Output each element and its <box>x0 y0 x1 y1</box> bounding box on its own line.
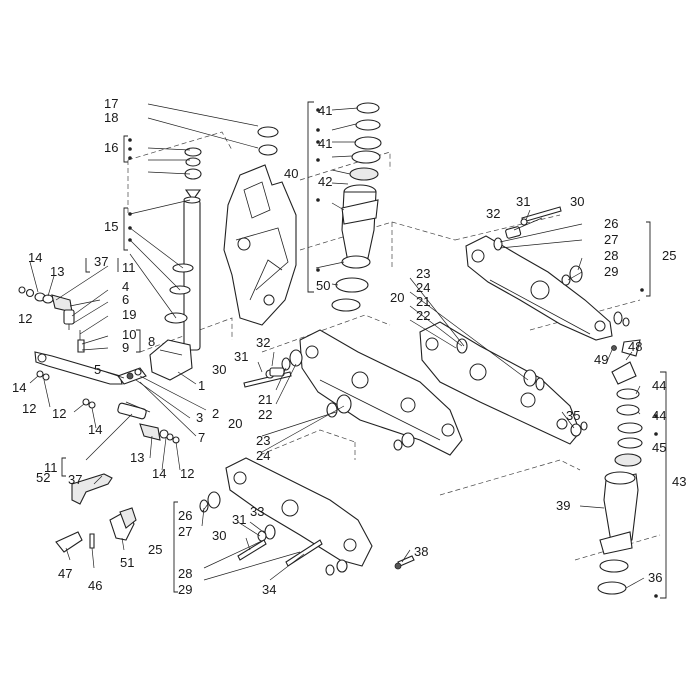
callout-20: 20 <box>228 416 242 431</box>
callout-33: 33 <box>250 504 264 519</box>
callout-29: 29 <box>178 582 192 597</box>
callout-45: 45 <box>652 440 666 455</box>
callout-47: 47 <box>58 566 72 581</box>
lower-head-tube-assembly <box>597 339 643 595</box>
callout-19: 19 <box>122 307 136 322</box>
lower-link-plate <box>199 457 415 576</box>
callout-13: 13 <box>130 450 144 465</box>
callout-5: 5 <box>94 362 101 377</box>
callout-34: 34 <box>262 582 276 597</box>
callout-50: 50 <box>316 278 330 293</box>
callout-20: 20 <box>390 290 404 305</box>
head-tube-assembly <box>331 102 382 312</box>
callout-14: 14 <box>88 422 102 437</box>
callout-24: 24 <box>416 280 430 295</box>
callout-3: 3 <box>196 410 203 425</box>
callout-44: 44 <box>652 378 666 393</box>
callout-37: 37 <box>94 254 108 269</box>
callout-labels: 17 18 16 15 14 13 37 11 12 4 6 19 10 8 9… <box>12 96 686 597</box>
callout-27: 27 <box>604 232 618 247</box>
callout-24: 24 <box>256 448 270 463</box>
callout-30: 30 <box>570 194 584 209</box>
callout-11: 11 <box>44 460 58 475</box>
callout-49: 49 <box>594 352 608 367</box>
center-link-plate <box>243 329 463 456</box>
callout-42: 42 <box>318 174 332 189</box>
callout-30: 30 <box>212 528 226 543</box>
callout-39: 39 <box>556 498 570 513</box>
callout-22: 22 <box>416 308 430 323</box>
callout-46: 46 <box>88 578 102 593</box>
callout-41: 41 <box>318 103 332 118</box>
callout-32: 32 <box>486 206 500 221</box>
callout-36: 36 <box>648 570 662 585</box>
callout-40: 40 <box>284 166 298 181</box>
callout-18: 18 <box>104 110 118 125</box>
bearing-ring-17 <box>257 126 279 138</box>
callout-16: 16 <box>104 140 118 155</box>
callout-14: 14 <box>12 380 26 395</box>
callout-12: 12 <box>52 406 66 421</box>
callout-12: 12 <box>22 401 36 416</box>
callout-8: 8 <box>148 334 155 349</box>
upper-right-link-plate <box>465 206 630 341</box>
bearing-ring-18 <box>258 144 278 156</box>
callout-6: 6 <box>122 292 129 307</box>
callout-52: 52 <box>36 470 50 485</box>
callout-48: 48 <box>628 339 642 354</box>
callout-22: 22 <box>258 407 272 422</box>
callout-23: 23 <box>416 266 430 281</box>
callout-1: 1 <box>198 378 205 393</box>
callout-51: 51 <box>120 555 134 570</box>
callout-14: 14 <box>152 466 166 481</box>
callout-29: 29 <box>604 264 618 279</box>
callout-13: 13 <box>50 264 64 279</box>
callout-21: 21 <box>416 294 430 309</box>
callout-30: 30 <box>212 362 226 377</box>
right-link-plate <box>419 321 588 445</box>
callout-32: 32 <box>256 335 270 350</box>
steering-column-assembly <box>149 126 297 381</box>
callout-44: 44 <box>652 408 666 423</box>
callout-37: 37 <box>68 472 82 487</box>
callout-38: 38 <box>414 544 428 559</box>
callout-9: 9 <box>122 340 129 355</box>
leader-lines <box>29 103 645 589</box>
callout-17: 17 <box>104 96 118 111</box>
callout-31: 31 <box>516 194 530 209</box>
callout-43: 43 <box>672 474 686 489</box>
callout-25: 25 <box>662 248 676 263</box>
callout-28: 28 <box>178 566 192 581</box>
callout-21: 21 <box>258 392 272 407</box>
callout-4: 4 <box>122 279 129 294</box>
callout-23: 23 <box>256 433 270 448</box>
callout-2: 2 <box>212 406 219 421</box>
callout-10: 10 <box>122 327 136 342</box>
callout-41: 41 <box>318 136 332 151</box>
callout-35: 35 <box>566 408 580 423</box>
left-link-rod-assembly <box>18 286 180 444</box>
callout-14: 14 <box>28 250 42 265</box>
callout-28: 28 <box>604 248 618 263</box>
callout-7: 7 <box>198 430 205 445</box>
callout-26: 26 <box>604 216 618 231</box>
callout-12: 12 <box>180 466 194 481</box>
callout-11: 11 <box>122 260 136 275</box>
callout-31: 31 <box>232 512 246 527</box>
callout-31: 31 <box>234 349 248 364</box>
lever-parts <box>55 473 137 553</box>
callout-27: 27 <box>178 524 192 539</box>
callout-26: 26 <box>178 508 192 523</box>
callout-15: 15 <box>104 219 118 234</box>
callout-12: 12 <box>18 311 32 326</box>
group-brackets <box>61 101 667 599</box>
callout-25: 25 <box>148 542 162 557</box>
